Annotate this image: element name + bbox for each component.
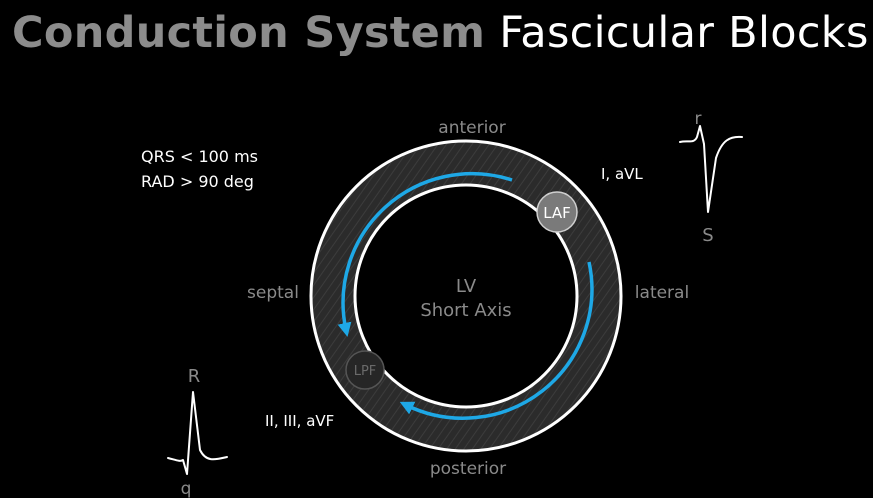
qr-complex-waveform: [167, 391, 228, 475]
view-label: Short Axis: [420, 300, 511, 321]
title-topic: Conduction System: [12, 8, 486, 58]
lpf-label: LPF: [354, 364, 377, 379]
rs-complex-waveform: [679, 125, 743, 213]
criteria-axis: RAD > 90 deg: [141, 172, 254, 191]
lead-label-inferior: II, III, aVF: [265, 412, 334, 430]
title-subtopic: Fascicular Blocks: [499, 8, 869, 58]
criteria-qrs: QRS < 100 ms: [141, 147, 258, 166]
lead-label-lateral: I, aVL: [601, 165, 643, 183]
epicardial-border: [309, 139, 623, 453]
laf-marker: [536, 191, 578, 233]
lpf-marker: [345, 350, 385, 390]
wave-label-s-large: S: [702, 225, 713, 246]
wall-label-lateral: lateral: [635, 283, 689, 303]
myocardium-wall: [311, 141, 621, 451]
wall-label-posterior: posterior: [430, 459, 506, 479]
laf-label: LAF: [543, 204, 571, 222]
wall-label-septal: septal: [247, 283, 299, 303]
wave-label-r-small: r: [695, 109, 702, 129]
ventricle-label: LV: [456, 276, 477, 297]
lateral-posterior-conduction-arrow: [399, 261, 594, 420]
wave-label-q-small: q: [181, 479, 192, 498]
slide-title: Conduction System Fascicular Blocks: [12, 8, 869, 58]
endocardial-border: [353, 183, 579, 409]
wave-label-r-large: R: [188, 366, 201, 387]
anterior-septal-conduction-arrow: [337, 171, 513, 337]
wall-label-anterior: anterior: [438, 118, 505, 138]
